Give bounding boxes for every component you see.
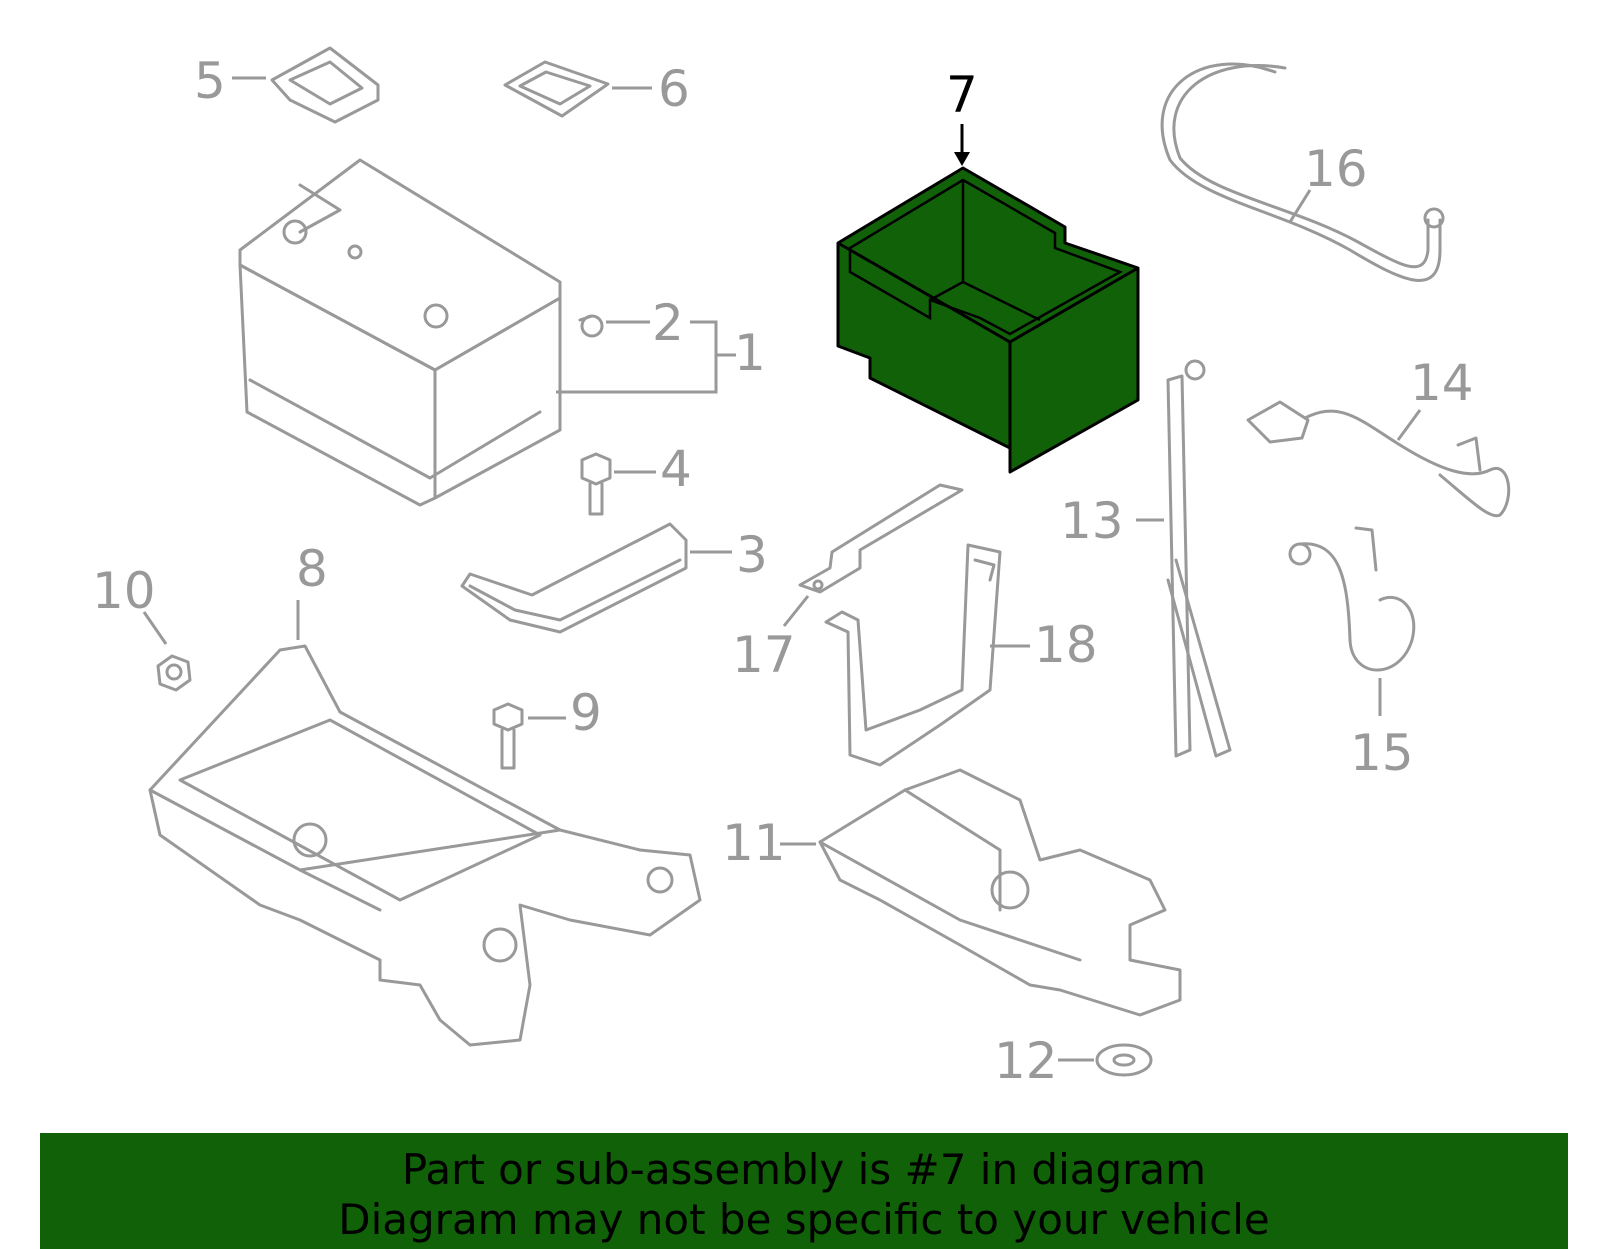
part-18-bracket bbox=[824, 543, 1002, 767]
callout-1: 1 bbox=[734, 324, 766, 382]
part-8-tray-carrier bbox=[148, 644, 702, 1047]
callout-12: 12 bbox=[994, 1032, 1058, 1090]
banner-part-note: Part or sub-assembly is #7 in diagram bbox=[401, 1145, 1207, 1194]
callout-3: 3 bbox=[736, 526, 768, 584]
info-banner: Part or sub-assembly is #7 in diagram Di… bbox=[40, 1133, 1568, 1249]
part-10-nut bbox=[156, 654, 192, 692]
leader-16 bbox=[1288, 189, 1312, 223]
callout-6: 6 bbox=[658, 60, 690, 118]
callout-10: 10 bbox=[92, 562, 156, 620]
leader-10 bbox=[142, 611, 168, 645]
callout-2: 2 bbox=[652, 294, 684, 352]
arrow-7 bbox=[954, 152, 970, 166]
callout-17: 17 bbox=[732, 626, 796, 684]
part-4-bolt bbox=[580, 452, 612, 516]
callout-13: 13 bbox=[1060, 492, 1124, 550]
part-5-terminal-cover bbox=[270, 46, 380, 124]
leader-14 bbox=[1396, 409, 1422, 441]
part-17-bracket bbox=[798, 483, 964, 594]
part-1-battery bbox=[238, 158, 562, 507]
leader-1 bbox=[556, 320, 718, 394]
callout-8: 8 bbox=[296, 540, 328, 598]
part-14-cable bbox=[1246, 400, 1511, 518]
callout-4: 4 bbox=[660, 440, 692, 498]
part-7-battery-box bbox=[836, 166, 1140, 474]
part-6-terminal-cover bbox=[503, 60, 610, 118]
leader-17 bbox=[782, 595, 810, 627]
part-9-bolt bbox=[492, 702, 524, 770]
callout-14: 14 bbox=[1410, 354, 1474, 412]
part-3-hold-down bbox=[460, 522, 688, 634]
callout-11: 11 bbox=[722, 814, 786, 872]
banner-vehicle-disclaimer: Diagram may not be specific to your vehi… bbox=[338, 1195, 1270, 1244]
part-16-cable bbox=[1160, 62, 1445, 282]
part-11-cover bbox=[818, 768, 1182, 1017]
callout-18: 18 bbox=[1034, 616, 1098, 674]
callout-16: 16 bbox=[1304, 140, 1368, 198]
part-2-clip bbox=[578, 314, 604, 338]
part-13-rod bbox=[1166, 359, 1232, 758]
callout-15: 15 bbox=[1350, 724, 1414, 782]
callout-9: 9 bbox=[570, 684, 602, 742]
part-12-washer bbox=[1095, 1043, 1153, 1077]
part-15-cable bbox=[1288, 526, 1416, 672]
callout-7: 7 bbox=[946, 66, 978, 124]
callout-5: 5 bbox=[194, 52, 226, 110]
